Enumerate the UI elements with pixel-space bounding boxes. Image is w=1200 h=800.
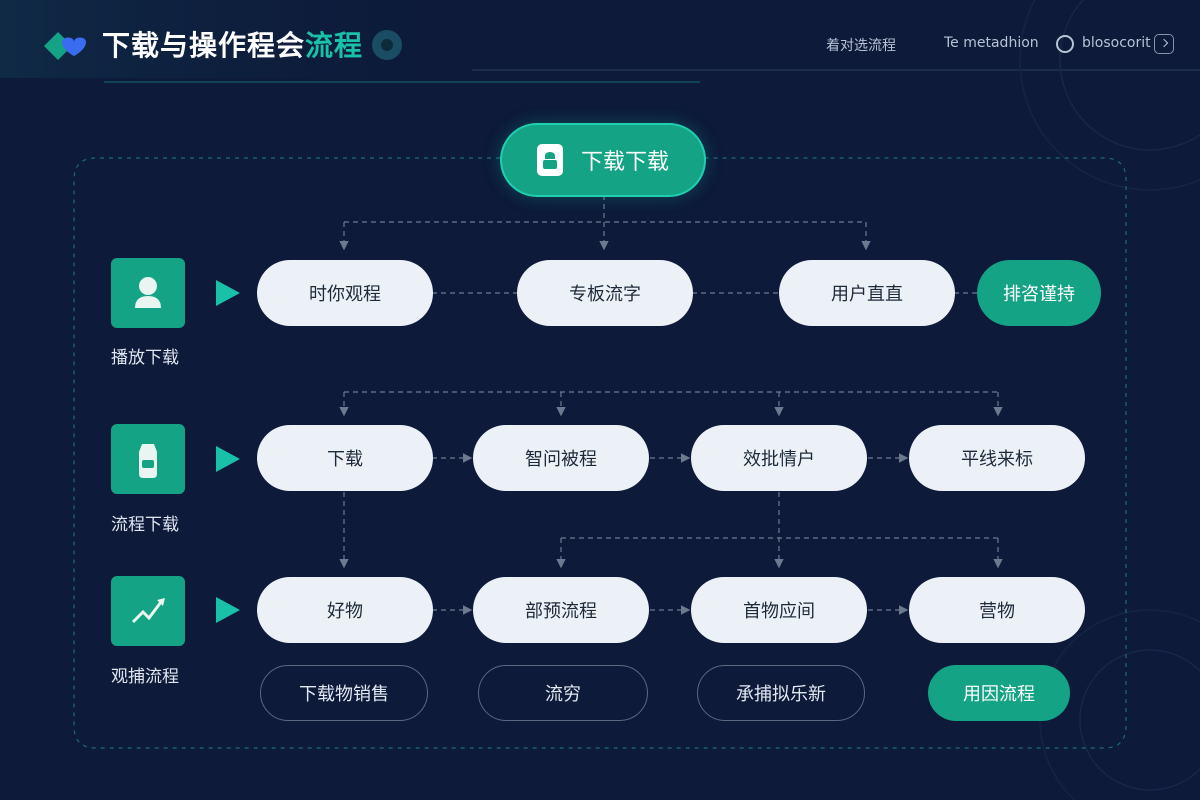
flow-node[interactable]: 效批情户 [691,425,867,491]
top-node-download[interactable]: 下载下载 [502,125,704,195]
bottom-node[interactable]: 承捕拟乐新 [697,665,865,721]
growth-chart-icon [111,576,185,646]
title-badge-icon [372,30,402,60]
flow-node[interactable]: 好物 [257,577,433,643]
title-main: 下载与操作程会 [102,29,306,62]
user-circle-icon[interactable] [1056,35,1074,53]
flow-node[interactable]: 部预流程 [473,577,649,643]
flow-node[interactable]: 智问被程 [473,425,649,491]
bottle-icon [111,424,185,494]
flow-node[interactable]: 时你观程 [257,260,433,326]
play-arrow-icon [216,597,240,623]
header: 下载与操作程会流程 着对选流程 Te metadhion blosocorit [0,0,1200,90]
row-3-label: 观捕流程 [111,667,179,687]
page-title: 下载与操作程会流程 [102,24,363,64]
title-accent: 流程 [305,29,364,62]
play-arrow-icon [216,446,240,472]
nav-link-1[interactable]: 着对选流程 [826,38,896,54]
row-1-label: 播放下载 [111,348,179,368]
flow-node[interactable]: 用户直直 [779,260,955,326]
expand-icon[interactable] [1154,34,1174,54]
bottom-node-highlight[interactable]: 用因流程 [928,665,1070,721]
flow-node[interactable]: 下载 [257,425,433,491]
flow-node[interactable]: 平线来标 [909,425,1085,491]
logo-icon [44,32,86,60]
nav-link-3[interactable]: blosocorit [1082,35,1151,51]
flow-node[interactable]: 首物应间 [691,577,867,643]
document-icon [536,144,563,176]
bottom-node[interactable]: 流穷 [478,665,648,721]
flow-node-highlight[interactable]: 排咨谨持 [977,260,1101,326]
bottom-node[interactable]: 下载物销售 [260,665,428,721]
flow-node[interactable]: 专板流字 [517,260,693,326]
user-icon [111,258,185,328]
play-arrow-icon [216,280,240,306]
row-2-label: 流程下载 [111,515,179,535]
top-node-label: 下载下载 [580,150,669,175]
flow-node[interactable]: 营物 [909,577,1085,643]
nav-link-2[interactable]: Te metadhion [944,35,1039,51]
